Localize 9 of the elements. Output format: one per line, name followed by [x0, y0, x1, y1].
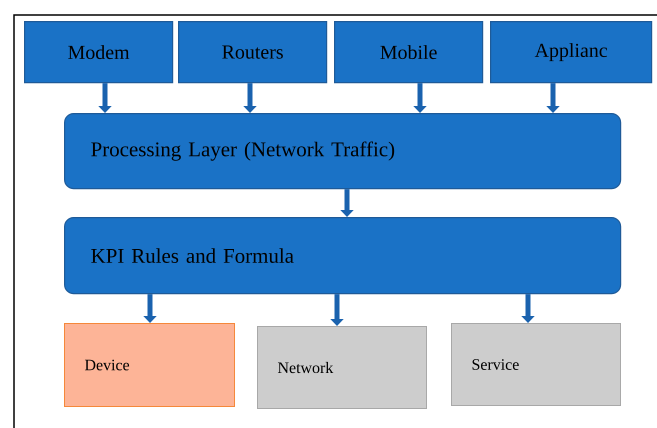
category-box: Device — [64, 323, 235, 407]
category-box: Network — [257, 326, 427, 409]
category-box: Service — [451, 323, 621, 406]
source-box: Routers — [178, 21, 328, 84]
source-box: Mobile — [334, 21, 484, 84]
layer-box: KPI Rules and Formula — [64, 217, 622, 294]
layer-box: Processing Layer (Network Traffic) — [64, 113, 622, 190]
source-box: Modem — [24, 21, 174, 84]
source-box: Applianc — [490, 21, 652, 84]
